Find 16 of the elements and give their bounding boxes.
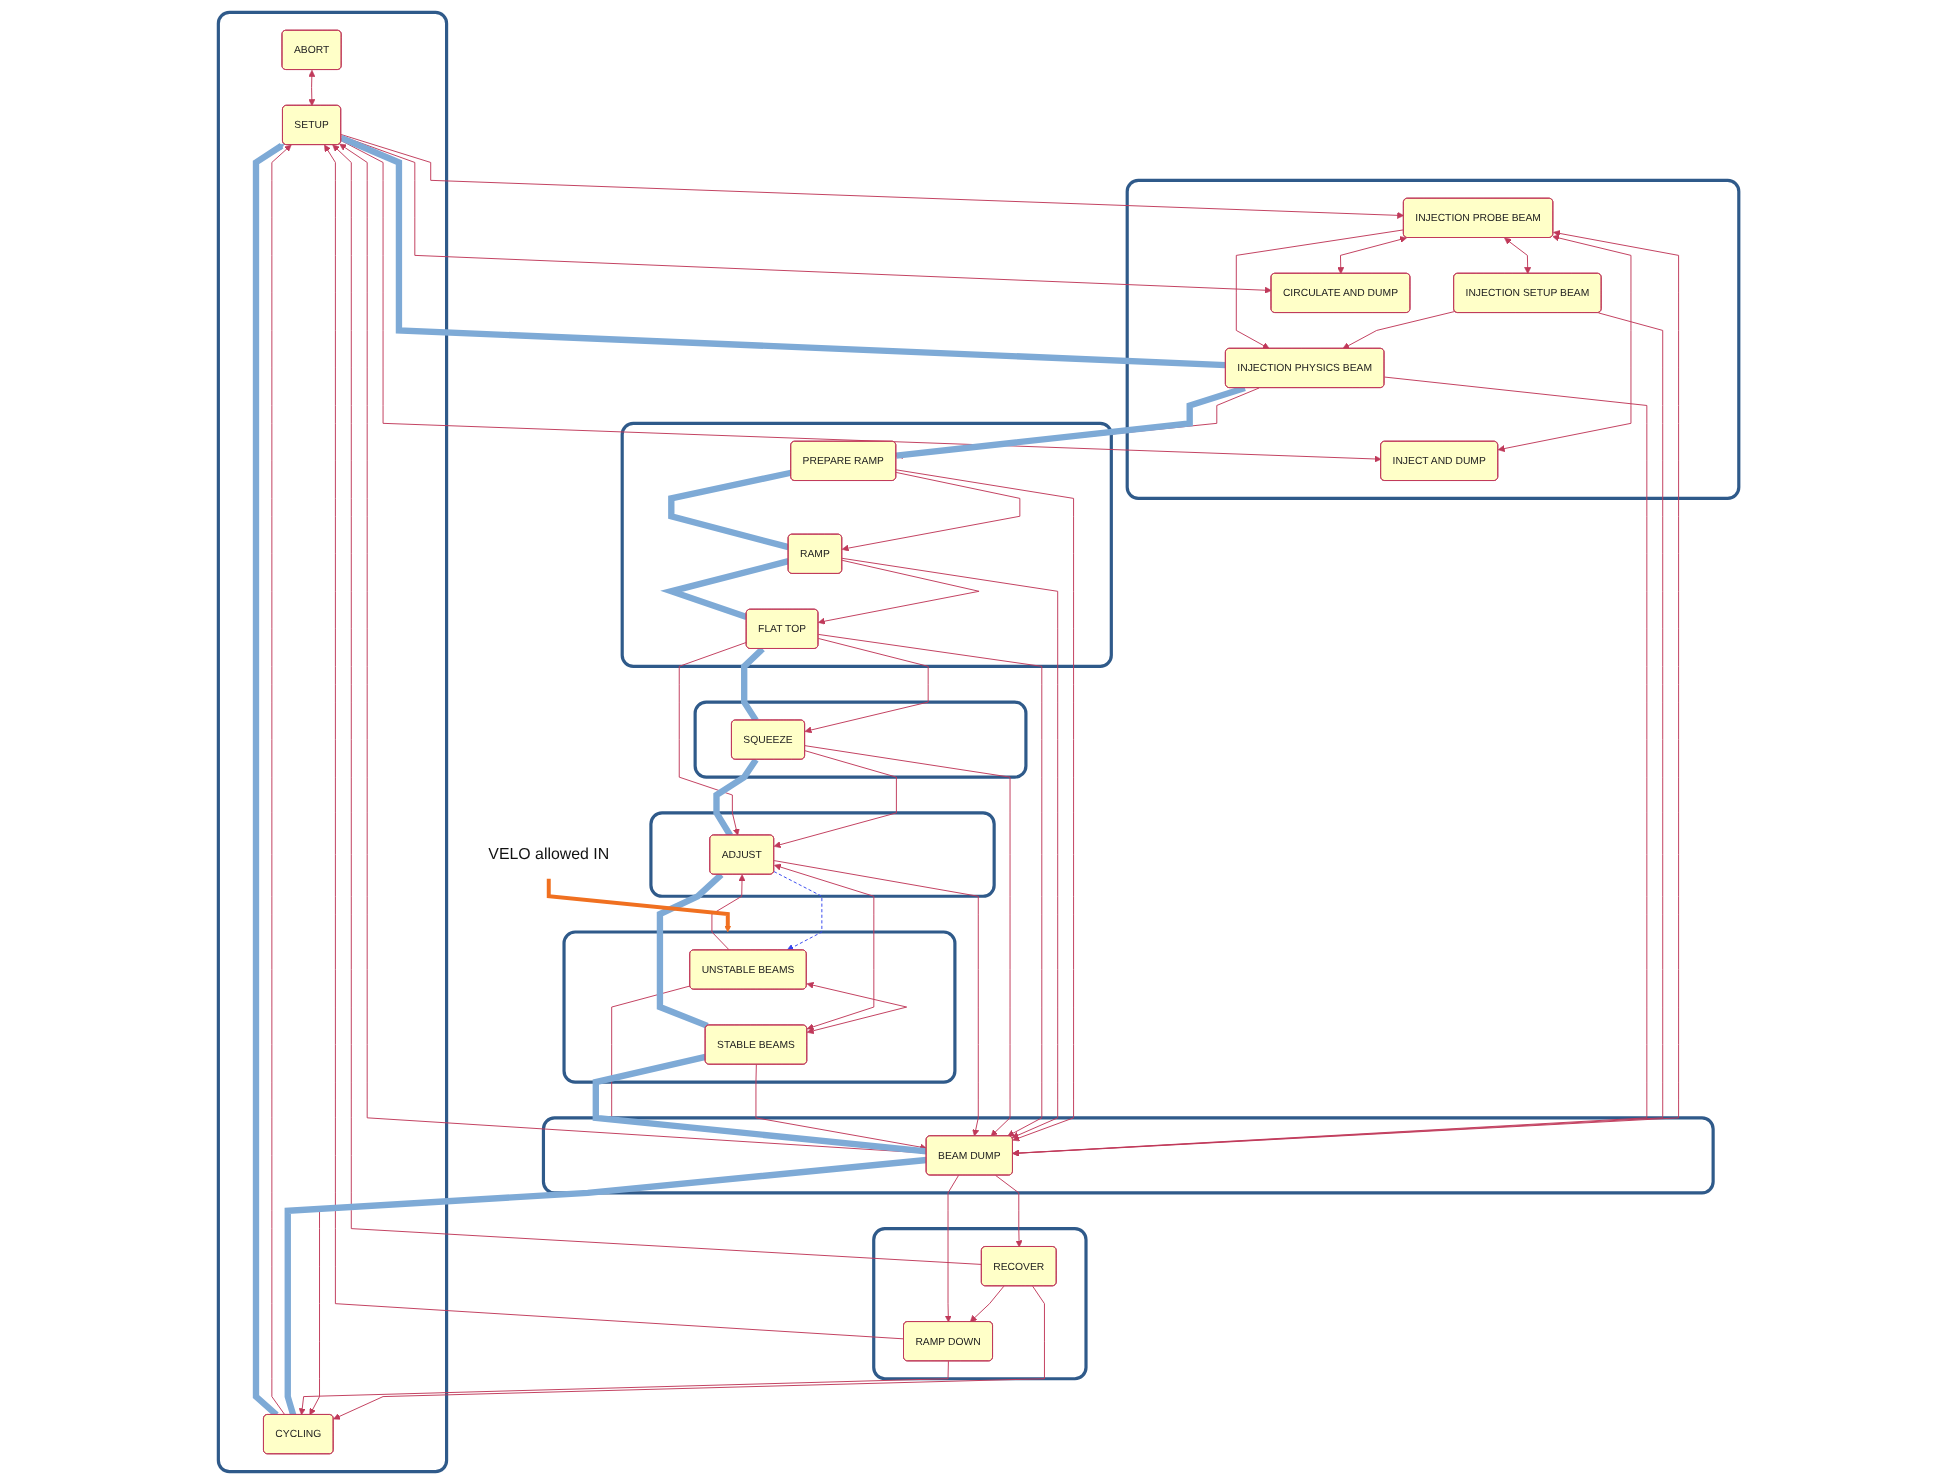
connector — [339, 134, 1226, 369]
connector — [740, 646, 765, 723]
cluster — [620, 421, 1113, 668]
cluster — [692, 700, 1027, 779]
cluster — [648, 811, 996, 898]
connector — [659, 558, 789, 621]
cluster — [216, 10, 448, 1474]
connector — [712, 757, 758, 837]
arrow — [252, 143, 284, 1418]
connector — [656, 872, 723, 1029]
arrow — [546, 878, 731, 933]
cluster — [1125, 178, 1740, 500]
cluster — [561, 930, 956, 1084]
cluster — [871, 1227, 1087, 1381]
cluster — [541, 1116, 1715, 1195]
connector — [667, 469, 792, 551]
